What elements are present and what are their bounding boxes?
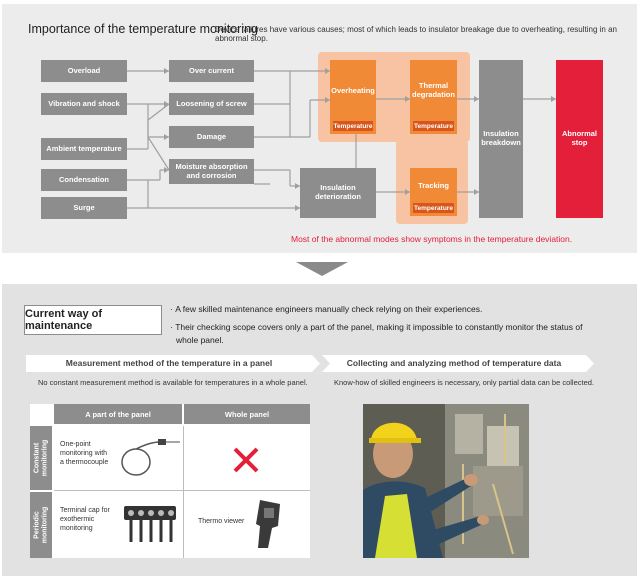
note-collecting: Know-how of skilled engineers is necessa… (334, 378, 595, 387)
bullet-2: · Their checking scope covers only a par… (170, 322, 583, 332)
section-banners (26, 355, 594, 372)
cause-surge: Surge (41, 197, 127, 219)
not-available-cross-icon (233, 447, 259, 473)
table-col-whole: Whole panel (184, 404, 310, 424)
overheating-box: Overheating Temperature (330, 60, 376, 134)
overheating-label: Overheating (331, 85, 375, 95)
thermal-degradation-label: Thermal degradation (412, 81, 455, 99)
cell-thermocouple-text: One-point monitoring with a thermocouple (60, 441, 109, 466)
cell-thermo-viewer-text: Thermo viewer (198, 518, 245, 525)
cell-terminal-cap-text: Terminal cap for exothermic monitoring (60, 507, 110, 532)
insulation-deterioration-box: Insulation deterioration (300, 168, 376, 218)
table-divider-horizontal (54, 490, 310, 491)
abnormal-modes-note: Most of the abnormal modes show symptoms… (291, 234, 573, 244)
engineer-photo (363, 404, 529, 558)
temperature-tag: Temperature (413, 121, 454, 131)
engineer-photo-illustration (363, 404, 529, 558)
insulation-breakdown-box: Insulation breakdown (479, 60, 523, 218)
temperature-tag: Temperature (413, 203, 454, 213)
effect-over-current: Over current (169, 60, 254, 82)
thermal-degradation-box: Thermal degradation Temperature (410, 60, 457, 134)
page-subtitle: Device failures have various causes; mos… (215, 25, 618, 43)
cause-overload: Overload (41, 60, 127, 82)
tracking-label: Tracking (418, 180, 449, 190)
cause-ambient-temperature: Ambient temperature (41, 138, 127, 160)
page-title: Importance of the temperature monitoring (28, 22, 258, 36)
table-divider-vertical (183, 426, 184, 558)
thermo-viewer-icon (256, 500, 280, 548)
thermocouple-icon (121, 439, 180, 476)
banner-collecting-method: Collecting and analyzing method of tempe… (346, 358, 562, 368)
table-col-part: A part of the panel (54, 404, 182, 424)
effect-moisture-corrosion: Moisture absorption and corrosion (169, 159, 254, 184)
down-arrow-icon (296, 262, 348, 276)
temperature-tag: Temperature (333, 121, 373, 131)
bullet-1-text: A few skilled maintenance engineers manu… (175, 304, 483, 314)
bullet-1: · A few skilled maintenance engineers ma… (170, 304, 483, 314)
tracking-box: Tracking Temperature (410, 168, 457, 216)
effect-loosening-of-screw: Loosening of screw (169, 93, 254, 115)
bullet-2-continued: whole panel. (176, 335, 224, 345)
cause-vibration: Vibration and shock (41, 93, 127, 115)
note-measurement: No constant measurement method is availa… (38, 378, 308, 387)
abnormal-stop-box: Abnormal stop (556, 60, 603, 218)
row-head-constant-label: Constant monitoring (33, 439, 49, 477)
row-head-periodic-label: Periodic monitoring (33, 506, 49, 544)
effect-damage: Damage (169, 126, 254, 148)
bullet-2-text: Their checking scope covers only a part … (175, 322, 583, 332)
row-head-constant: Constant monitoring (30, 426, 52, 490)
current-way-heading: Current way of maintenance (24, 305, 162, 335)
cause-condensation: Condensation (41, 169, 127, 191)
terminal-cap-icon (124, 506, 176, 542)
banner-measurement-method: Measurement method of the temperature in… (65, 358, 273, 368)
row-head-periodic: Periodic monitoring (30, 492, 52, 558)
flow-connectors (127, 68, 556, 211)
